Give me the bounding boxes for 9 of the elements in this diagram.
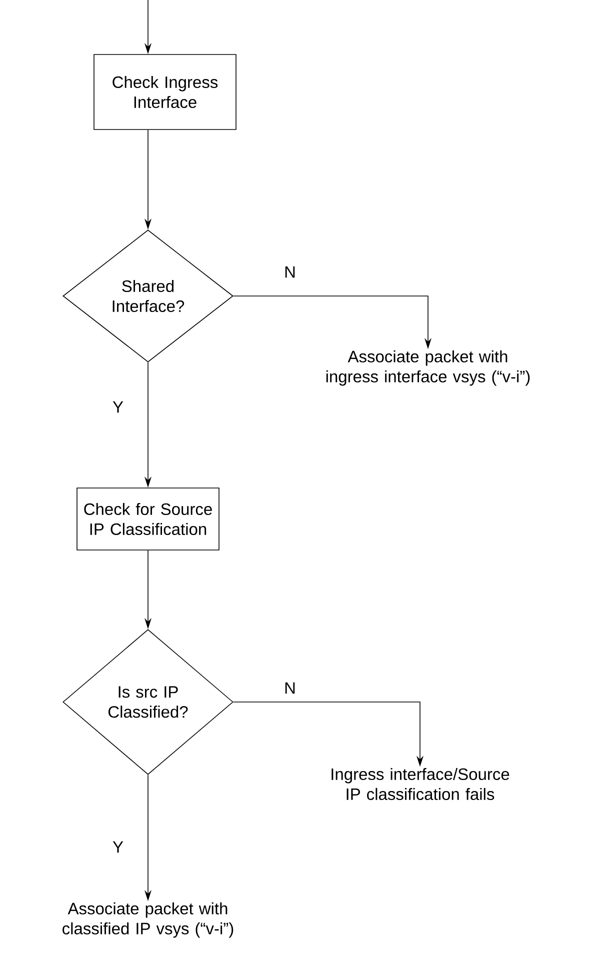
outcome-text: Ingress interface/Source IP classification fails <box>332 768 510 800</box>
outcome-text: Associate packet with classified IP vsys (“v-i”) <box>62 902 234 938</box>
edge-label: Y <box>112 840 124 854</box>
edge-label: N <box>283 265 297 279</box>
edge-label: Y <box>112 400 124 414</box>
process-box: Check for Source IP Classification <box>76 488 220 550</box>
edge-label: N <box>283 681 297 695</box>
process-box: Check Ingress Interface <box>94 54 236 130</box>
outcome-text: Associate packet with ingress interface vsys (“v-i”) <box>326 350 530 386</box>
